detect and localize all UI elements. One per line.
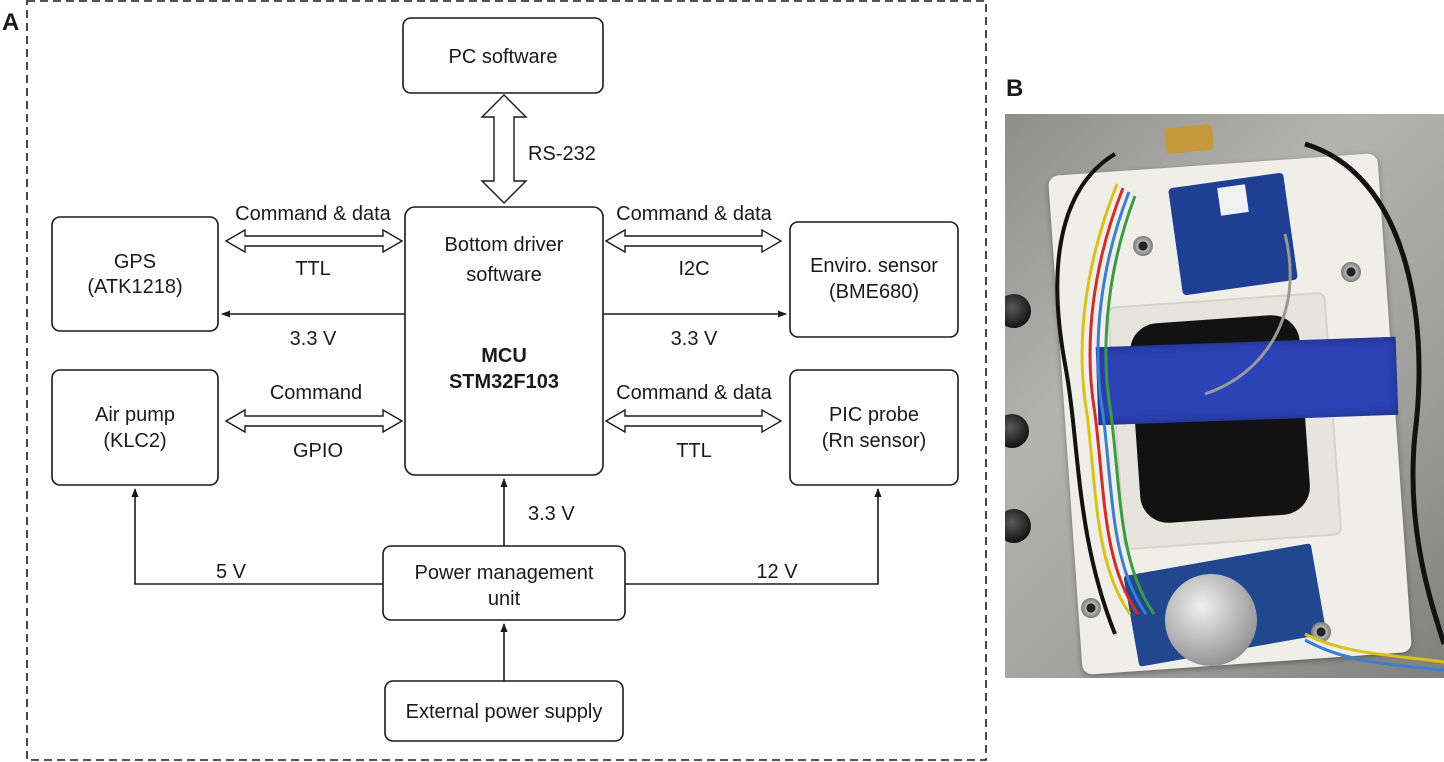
pump-power-label: 5 V	[216, 561, 247, 583]
mcu-title: MCU	[481, 345, 527, 367]
mcu-software-line2: software	[466, 264, 542, 286]
power-management-line2: unit	[488, 588, 521, 610]
panel-a-label: A	[2, 9, 19, 36]
air-pump-model: (KLC2)	[103, 430, 166, 452]
dashed-frame	[26, 0, 987, 761]
pump-mcu-double-arrow	[224, 408, 404, 434]
enviro-link-protocol-top: Command & data	[616, 203, 773, 225]
enviro-sensor-name: Enviro. sensor	[810, 255, 938, 277]
pic-power-label: 12 V	[756, 561, 798, 583]
gps-name: GPS	[114, 251, 156, 273]
pump-power-wire	[131, 488, 383, 585]
gps-model: (ATK1218)	[87, 276, 182, 298]
mcu-software-line1: Bottom driver	[445, 234, 564, 256]
gps-link-bus: TTL	[295, 258, 331, 280]
cable-bundle	[1055, 141, 1444, 672]
cable-gland-icon	[1005, 294, 1031, 328]
mcu-model: STM32F103	[449, 371, 559, 393]
gps-link-protocol-top: Command & data	[235, 203, 392, 225]
enviro-mcu-double-arrow	[604, 228, 783, 254]
power-management-line1: Power management	[415, 562, 594, 584]
external-power-label: External power supply	[406, 701, 603, 723]
gps-power-label: 3.3 V	[290, 328, 337, 350]
coin-battery-icon	[1165, 574, 1257, 666]
mcu-box	[404, 206, 604, 476]
cable-gland-icon	[1005, 509, 1031, 543]
enviro-link-bus: I2C	[678, 258, 709, 280]
air-pump-box	[51, 369, 219, 486]
pc-software-label: PC software	[449, 46, 558, 68]
pump-link-protocol-top: Command	[270, 382, 362, 404]
screw-icon	[1081, 598, 1101, 618]
pump-link-bus: GPIO	[293, 440, 343, 462]
pc-software-box	[402, 17, 604, 94]
pic-probe-name: PIC probe	[829, 404, 919, 426]
pic-link-protocol-top: Command & data	[616, 382, 773, 404]
pic-link-bus: TTL	[676, 440, 712, 462]
gps-mcu-double-arrow	[224, 228, 404, 254]
screw-icon	[1133, 236, 1153, 256]
screw-icon	[1341, 262, 1361, 282]
enviro-power-label: 3.3 V	[671, 328, 718, 350]
enviro-sensor-model: (BME680)	[829, 281, 919, 303]
pic-probe-box	[789, 369, 959, 486]
pic-power-wire	[625, 488, 882, 585]
pic-mcu-double-arrow	[604, 408, 783, 434]
enviro-sensor-box	[789, 221, 959, 338]
rs232-double-arrow	[480, 94, 528, 204]
sensor-assembly-photo	[1005, 114, 1444, 678]
screw-icon	[1311, 622, 1331, 642]
mcu-power-label: 3.3 V	[528, 503, 575, 525]
panel-b-label: B	[1006, 75, 1023, 102]
pic-probe-model: (Rn sensor)	[822, 430, 926, 452]
gps-box	[51, 216, 219, 332]
rs232-label: RS-232	[528, 143, 596, 165]
air-pump-name: Air pump	[95, 404, 175, 426]
